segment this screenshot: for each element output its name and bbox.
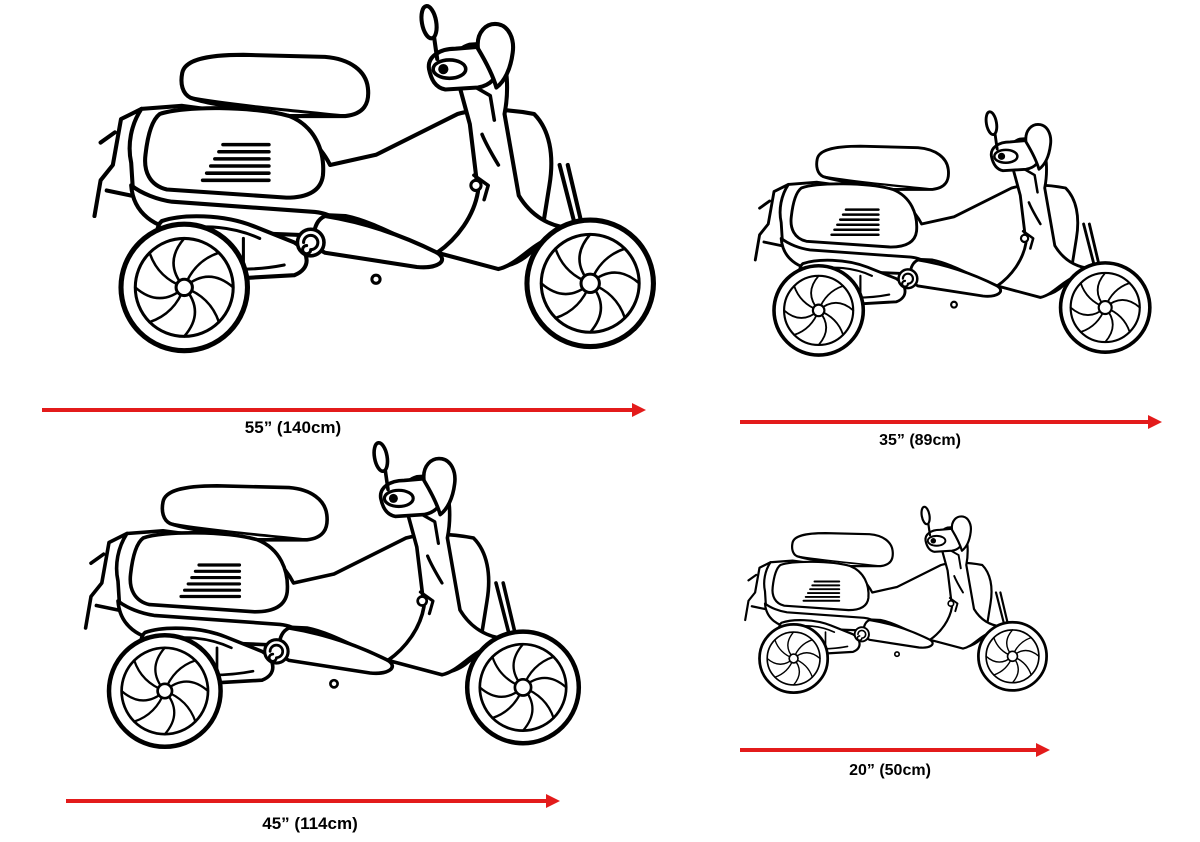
length-arrow bbox=[740, 415, 1162, 429]
scooter-icon bbox=[0, 440, 620, 842]
scooter-panel-m: 35” (89cm) bbox=[700, 109, 1200, 470]
scooter-icon bbox=[0, 0, 660, 440]
length-label: 45” (114cm) bbox=[262, 814, 358, 833]
length-arrow bbox=[66, 794, 560, 808]
length-arrow bbox=[740, 743, 1050, 757]
scooter-panel-s: 20” (50cm) bbox=[720, 504, 1080, 808]
length-label: 35” (89cm) bbox=[879, 432, 961, 449]
length-label: 55” (140cm) bbox=[244, 418, 342, 437]
scooter-panel-l: 45” (114cm) bbox=[0, 440, 620, 842]
scooter-panel-xl: 55” (140cm) bbox=[0, 0, 660, 440]
length-label: 20” (50cm) bbox=[849, 762, 931, 779]
length-arrow bbox=[42, 403, 646, 417]
